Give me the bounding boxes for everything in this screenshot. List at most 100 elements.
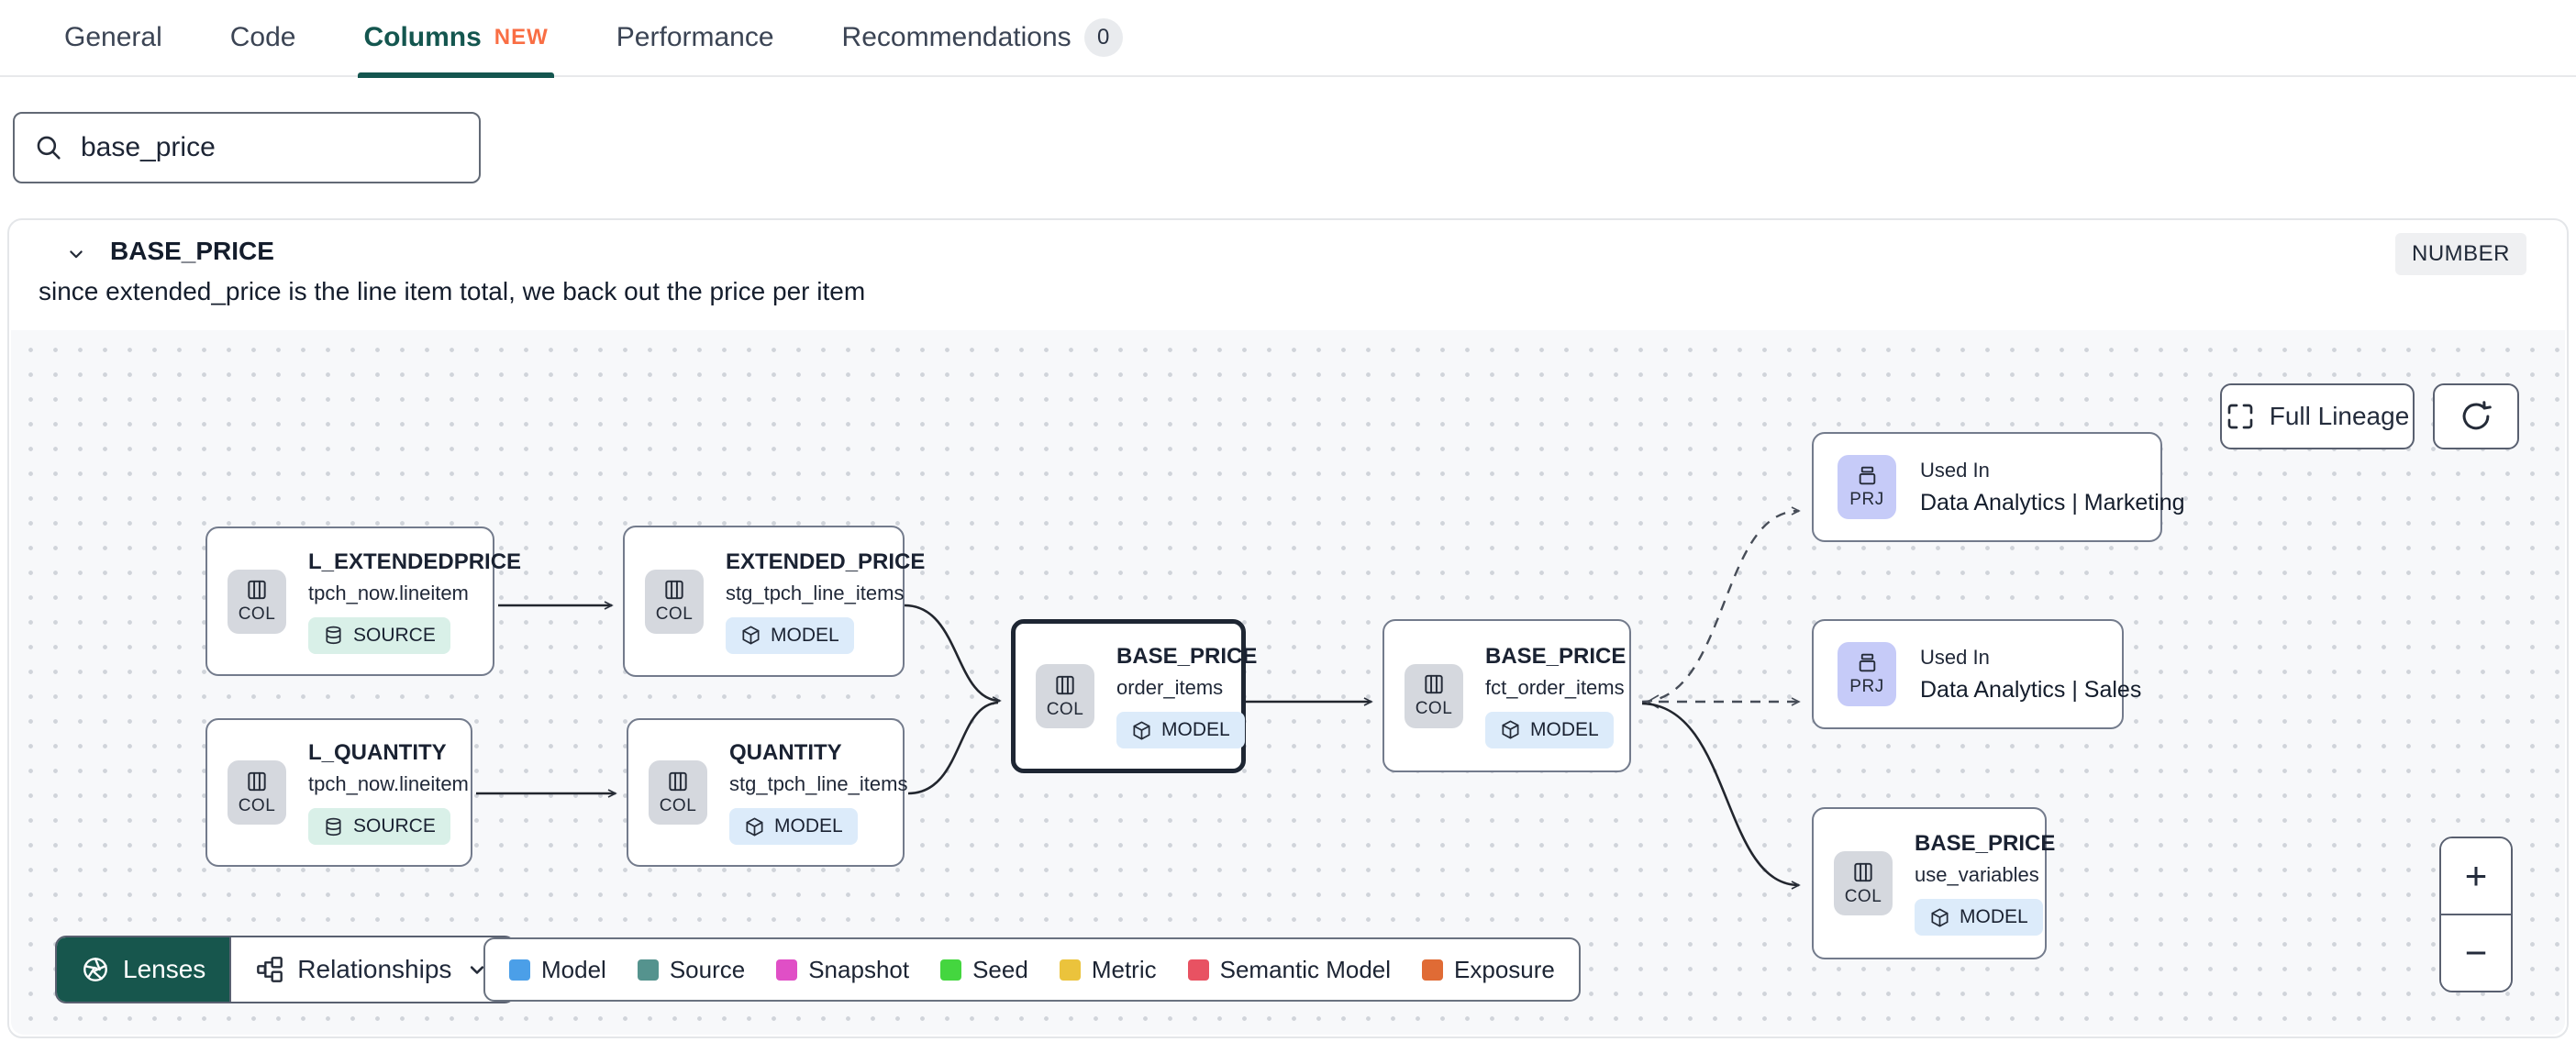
- relationships-label: Relationships: [297, 955, 452, 983]
- column-name: BASE_PRICE: [110, 237, 274, 265]
- chip-label: PRJ: [1849, 677, 1884, 696]
- cube-icon: [1931, 908, 1949, 926]
- expand-icon: [2227, 404, 2253, 429]
- badge-label: SOURCE: [353, 815, 436, 837]
- lineage-node-quantity[interactable]: COL QUANTITY stg_tpch_line_items MODEL: [627, 718, 908, 867]
- columns-icon: [248, 771, 266, 791]
- lenses-toolbar: Lenses Relationships: [55, 936, 516, 1003]
- collapse-toggle[interactable]: [62, 240, 95, 273]
- lineage-node-extended-price[interactable]: COL EXTENDED_PRICE stg_tpch_line_items M…: [623, 526, 925, 677]
- lineage-node-base-price-order-items[interactable]: COL BASE_PRICE order_items MODEL: [1011, 619, 1257, 773]
- badge-label: MODEL: [1960, 906, 2028, 927]
- column-search[interactable]: [13, 112, 481, 183]
- lineage-node-base-price-use-variables[interactable]: COL BASE_PRICE use_variables MODEL: [1812, 807, 2055, 959]
- search-input[interactable]: [81, 132, 461, 163]
- legend-item-snapshot: Snapshot: [776, 956, 909, 984]
- legend-label: Semantic Model: [1219, 955, 1392, 983]
- chevron-down-icon: [70, 250, 83, 259]
- lenses-label: Lenses: [123, 955, 206, 983]
- columns-icon: [1056, 675, 1074, 694]
- legend-label: Snapshot: [808, 955, 910, 983]
- legend-item-metric: Metric: [1059, 956, 1157, 984]
- chip-label: COL: [1046, 699, 1084, 719]
- node-subtitle: stg_tpch_line_items: [729, 772, 908, 795]
- node-subtitle: tpch_now.lineitem: [308, 581, 469, 604]
- chip-label: COL: [238, 795, 276, 815]
- node-subtitle: tpch_now.lineitem: [308, 772, 469, 795]
- cube-icon: [746, 817, 763, 836]
- node-text: BASE_PRICE fct_order_items MODEL: [1485, 644, 1626, 748]
- resource-badge: MODEL: [1915, 899, 2043, 936]
- cube-icon: [1133, 721, 1150, 739]
- relationships-dropdown[interactable]: Relationships: [229, 937, 515, 1002]
- badge-label: MODEL: [1161, 719, 1230, 740]
- lineage-node-l-quantity[interactable]: COL L_QUANTITY tpch_now.lineitem SOURCE: [205, 718, 472, 867]
- legend-item-source: Source: [637, 956, 745, 984]
- node-text: Used In Data Analytics | Marketing: [1920, 459, 2185, 516]
- database-icon: [326, 626, 341, 645]
- column-chip: COL: [1834, 851, 1893, 915]
- tab-performance[interactable]: Performance: [616, 0, 774, 76]
- tab-code[interactable]: Code: [230, 0, 296, 76]
- lineage-legend: Model Source Snapshot Seed Metric Semant…: [483, 937, 1581, 1002]
- lineage-node-used-in-sales[interactable]: PRJ Used In Data Analytics | Sales: [1812, 619, 2141, 729]
- legend-swatch: [776, 959, 798, 981]
- badge-label: SOURCE: [353, 624, 436, 646]
- chip-label: COL: [659, 795, 697, 815]
- count-badge: 0: [1083, 18, 1123, 57]
- project-chip: PRJ: [1838, 642, 1896, 706]
- column-chip: COL: [649, 760, 707, 825]
- tab-recommendations[interactable]: Recommendations 0: [842, 0, 1123, 76]
- zoom-in-button[interactable]: +: [2441, 838, 2511, 915]
- chip-label: COL: [655, 604, 694, 624]
- zoom-out-button[interactable]: −: [2441, 915, 2511, 991]
- node-text: BASE_PRICE use_variables MODEL: [1915, 831, 2055, 936]
- column-chip: COL: [645, 569, 704, 634]
- tab-columns[interactable]: Columns NEW: [358, 0, 555, 78]
- tab-label: Code: [229, 22, 296, 52]
- new-badge: NEW: [494, 25, 549, 50]
- full-lineage-button[interactable]: Full Lineage: [2220, 383, 2415, 449]
- column-chip: COL: [228, 760, 286, 825]
- refresh-icon: [2462, 401, 2492, 430]
- chip-label: COL: [1415, 699, 1453, 718]
- legend-item-semantic-model: Semantic Model: [1187, 955, 1392, 984]
- lineage-node-used-in-marketing[interactable]: PRJ Used In Data Analytics | Marketing: [1812, 432, 2185, 542]
- columns-icon: [669, 771, 687, 791]
- node-title: L_QUANTITY: [308, 740, 447, 765]
- column-chip: COL: [1405, 663, 1463, 728]
- legend-item-seed: Seed: [940, 956, 1028, 984]
- chip-label: PRJ: [1849, 490, 1884, 509]
- relationships-icon: [257, 957, 283, 982]
- cube-icon: [1502, 720, 1519, 739]
- tab-general[interactable]: General: [64, 0, 162, 76]
- columns-icon: [1425, 674, 1443, 694]
- refresh-button[interactable]: [2433, 383, 2519, 449]
- legend-swatch: [637, 959, 659, 981]
- database-icon: [326, 817, 341, 836]
- lenses-button[interactable]: Lenses: [57, 937, 230, 1002]
- node-subtitle: fct_order_items: [1485, 675, 1625, 699]
- lineage-node-l-extendedprice[interactable]: COL L_EXTENDEDPRICE tpch_now.lineitem SO…: [205, 526, 521, 676]
- column-panel: BASE_PRICE NUMBER since extended_price i…: [7, 218, 2569, 1038]
- node-text: L_EXTENDEDPRICE tpch_now.lineitem SOURCE: [308, 549, 521, 654]
- lineage-canvas[interactable]: COL L_EXTENDEDPRICE tpch_now.lineitem SO…: [11, 330, 2565, 1035]
- node-eyebrow: Used In: [1920, 458, 1990, 482]
- columns-icon: [248, 580, 266, 600]
- node-text: EXTENDED_PRICE stg_tpch_line_items MODEL: [726, 549, 925, 654]
- column-chip: COL: [228, 569, 286, 634]
- column-panel-header: BASE_PRICE NUMBER: [9, 220, 2567, 288]
- node-title: Data Analytics | Sales: [1920, 676, 2142, 703]
- legend-swatch: [940, 959, 962, 981]
- tab-label: Performance: [616, 22, 774, 52]
- legend-swatch: [509, 959, 530, 981]
- resource-badge: MODEL: [729, 808, 858, 845]
- lineage-node-base-price-fct-order-items[interactable]: COL BASE_PRICE fct_order_items MODEL: [1382, 619, 1631, 772]
- chevron-down-icon: [471, 966, 484, 974]
- aperture-icon: [83, 958, 107, 981]
- node-title: EXTENDED_PRICE: [726, 549, 926, 574]
- node-title: L_EXTENDEDPRICE: [308, 549, 522, 574]
- node-subtitle: stg_tpch_line_items: [726, 581, 905, 604]
- node-subtitle: use_variables: [1915, 863, 2039, 886]
